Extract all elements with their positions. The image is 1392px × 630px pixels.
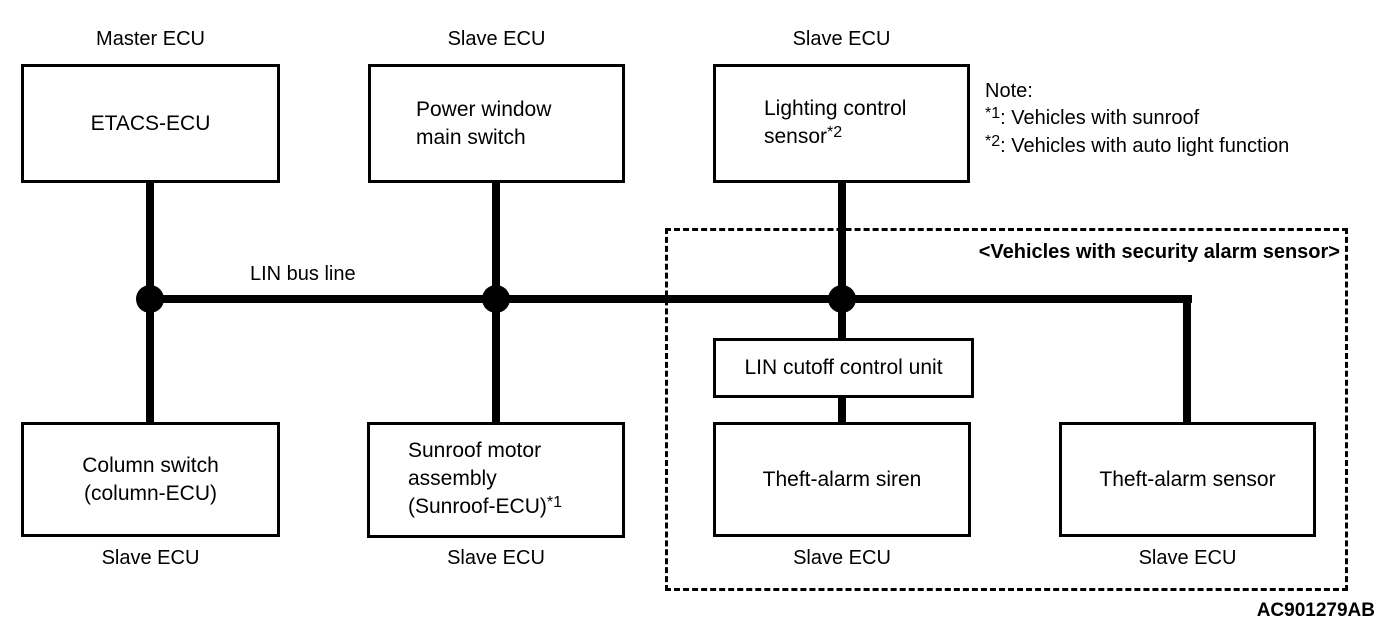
etacs-ecu-box-label: ETACS-ECU — [90, 111, 211, 135]
slave-ecu-role-label-theft-siren: Slave ECU — [793, 547, 891, 569]
junction-dot-etacs — [136, 285, 164, 313]
lighting-box-line2: sensor*2 — [764, 123, 843, 148]
note-item-2-marker: *2 — [985, 133, 1001, 150]
lighting-footnote-marker: *2 — [827, 123, 843, 141]
junction-dot-power-window — [482, 285, 510, 313]
slave-ecu-role-label-theft-sensor: Slave ECU — [1138, 547, 1237, 569]
theft-alarm-sensor-box: Theft-alarm sensor — [1059, 422, 1316, 537]
column-switch-box: Column switch (column-ECU) — [21, 422, 280, 537]
note-block: Note: *1: Vehicles with sunroof *2: Vehi… — [985, 78, 1289, 161]
lin-bus-horizontal-wire — [147, 295, 1192, 303]
sunroof-box-line3: (Sunroof-ECU)*1 — [408, 494, 562, 518]
lin-cutoff-control-unit-box: LIN cutoff control unit — [713, 338, 974, 398]
note-title: Note: — [985, 80, 1033, 102]
theft-sensor-vertical-wire — [1183, 295, 1191, 423]
note-item-2: *2: Vehicles with auto light function — [985, 133, 1290, 157]
power-window-box-line1: Power window — [416, 97, 552, 121]
theft-alarm-sensor-box-label: Theft-alarm sensor — [1099, 467, 1276, 491]
theft-alarm-siren-box-label: Theft-alarm siren — [762, 467, 922, 491]
sunroof-motor-assembly-box: Sunroof motor assembly (Sunroof-ECU)*1 — [367, 422, 625, 538]
slave-ecu-role-label-power-window: Slave ECU — [447, 28, 546, 50]
column-switch-box-line1: Column switch — [82, 453, 219, 477]
lighting-vertical-wire — [838, 183, 846, 339]
note-item-1: *1: Vehicles with sunroof — [985, 105, 1200, 129]
power-window-main-switch-box: Power window main switch — [368, 64, 625, 183]
security-alarm-group-box — [665, 228, 1348, 591]
lin-cutoff-to-siren-wire — [838, 397, 846, 423]
theft-alarm-siren-box: Theft-alarm siren — [713, 422, 971, 537]
junction-dot-lighting — [828, 285, 856, 313]
etacs-ecu-box: ETACS-ECU — [21, 64, 280, 183]
lin-bus-line-label: LIN bus line — [250, 263, 356, 285]
master-ecu-role-label: Master ECU — [96, 28, 205, 50]
sunroof-footnote-marker: *1 — [546, 494, 562, 511]
security-alarm-group-label: <Vehicles with security alarm sensor> — [978, 241, 1340, 263]
power-window-box-line2: main switch — [416, 125, 526, 149]
sunroof-box-line1: Sunroof motor — [408, 439, 542, 462]
note-item-1-marker: *1 — [985, 105, 1001, 122]
lin-cutoff-box-label: LIN cutoff control unit — [744, 356, 943, 379]
slave-ecu-role-label-lighting: Slave ECU — [792, 28, 891, 50]
drawing-code: AC901279AB — [1256, 600, 1375, 621]
slave-ecu-role-label-column-switch: Slave ECU — [101, 547, 200, 569]
sunroof-box-line2: assembly — [408, 467, 497, 490]
lighting-control-sensor-box: Lighting control sensor*2 — [713, 64, 970, 183]
column-switch-box-line2: (column-ECU) — [83, 481, 217, 505]
slave-ecu-role-label-sunroof: Slave ECU — [447, 547, 545, 569]
lighting-box-line1: Lighting control — [764, 96, 907, 120]
